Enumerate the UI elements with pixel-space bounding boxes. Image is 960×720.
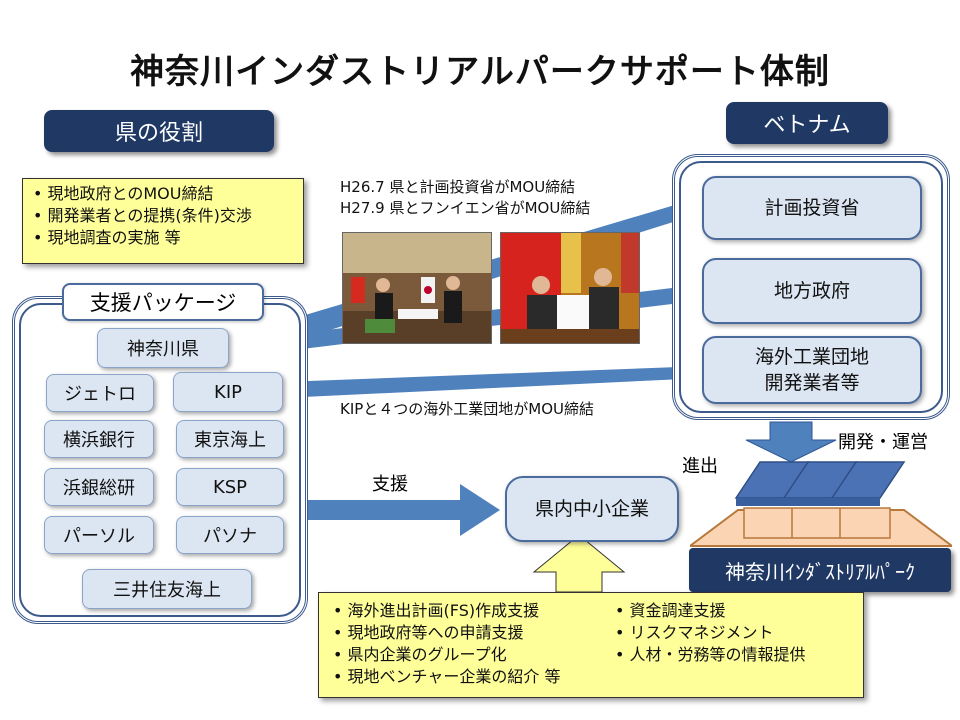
box-mitsui-sumitomo: 三井住友海上 [82, 569, 252, 609]
signing-photo-2 [500, 232, 640, 344]
vietnam-entity-label: 地方政府 [773, 280, 850, 302]
service-item: リスクマネジメント [615, 622, 806, 644]
support-arrow [300, 484, 500, 536]
box-industrial-park-developers: 海外工業団地 開発業者等 [702, 336, 922, 404]
box-jetro: ジェトロ [46, 374, 154, 412]
services-box: 海外進出計画(FS)作成支援 現地政府等への申請支援 県内企業のグループ化 現地… [318, 592, 864, 698]
box-tokio-marine: 東京海上 [176, 420, 284, 458]
support-label: 支援 [372, 474, 408, 495]
services-right-list: 資金調達支援 リスクマネジメント 人材・労務等の情報提供 [615, 600, 806, 666]
vietnam-label: ベトナム [763, 113, 851, 138]
box-local-government: 地方政府 [702, 258, 922, 324]
member-label: パソナ [203, 526, 257, 547]
signing-photo-2-image [501, 233, 639, 343]
signing-photo-1-image [343, 233, 491, 343]
pref-role-item: 開発業者との提携(条件)交渉 [33, 205, 303, 227]
box-pasona: パソナ [176, 516, 284, 554]
pref-role-label: 県の役割 [114, 121, 203, 146]
advance-label: 進出 [682, 456, 718, 477]
member-label: 浜銀総研 [63, 478, 135, 499]
service-item: 海外進出計画(FS)作成支援 [333, 600, 560, 622]
member-label: パーソル [63, 526, 135, 547]
member-label: 三井住友海上 [113, 580, 221, 601]
vietnam-entity-label: 海外工業団地 開発業者等 [754, 346, 869, 394]
box-kip: KIP [173, 372, 283, 412]
local-sme-label: 県内中小企業 [534, 498, 649, 520]
service-item: 県内企業のグループ化 [333, 644, 560, 666]
service-item: 現地政府等への申請支援 [333, 622, 560, 644]
member-label: KIP [214, 381, 242, 403]
dev-operation-label: 開発・運営 [838, 432, 928, 453]
box-hamagin-research: 浜銀総研 [44, 468, 154, 506]
member-label: 東京海上 [194, 430, 266, 451]
services-left-list: 海外進出計画(FS)作成支援 現地政府等への申請支援 県内企業のグループ化 現地… [333, 600, 561, 688]
industrial-park-building [690, 461, 952, 547]
signing-photo-1 [342, 232, 492, 344]
park-name-banner: 神奈川ｲﾝﾀﾞｽﾄﾘｱﾙﾊﾟｰｸ [689, 548, 951, 592]
member-label: 横浜銀行 [63, 430, 135, 451]
box-persol: パーソル [44, 516, 154, 554]
vietnam-tab: ベトナム [726, 102, 888, 144]
down-arrow-to-park [745, 421, 837, 463]
box-kanagawa-label: 神奈川県 [127, 339, 199, 360]
pref-role-tab: 県の役割 [44, 110, 274, 152]
vietnam-entity-label: 計画投資省 [764, 197, 860, 219]
box-ksp: KSP [176, 468, 284, 506]
support-package-label: 支援パッケージ [62, 283, 264, 321]
pref-role-item: 現地調査の実施 等 [33, 227, 303, 249]
support-package-label-text: 支援パッケージ [89, 291, 237, 315]
service-item: 現地ベンチャー企業の紹介 等 [333, 666, 561, 688]
box-yokohama-bank: 横浜銀行 [44, 420, 154, 458]
pref-role-box: 現地政府とのMOU締結 開発業者との提携(条件)交渉 現地調査の実施 等 [22, 178, 304, 264]
up-arrow-services [532, 534, 626, 593]
member-label: KSP [212, 476, 248, 498]
connector-kip-to-developers [282, 366, 705, 398]
mou-note-kip: KIPと４つの海外工業団地がMOU締結 [340, 400, 595, 418]
box-ministry-planning: 計画投資省 [702, 176, 922, 240]
vietnam-inner-frame [679, 161, 943, 413]
mou-note-hung-yen: H27.9 県とフンイエン省がMOU締結 [340, 199, 591, 217]
pref-role-item: 現地政府とのMOU締結 [33, 183, 303, 205]
box-kanagawa: 神奈川県 [97, 328, 229, 368]
service-item: 資金調達支援 [615, 600, 806, 622]
page-title: 神奈川インダストリアルパークサポート体制 [130, 52, 830, 92]
service-item: 人材・労務等の情報提供 [615, 644, 806, 666]
box-local-sme: 県内中小企業 [505, 476, 679, 542]
mou-note-ministry: H26.7 県と計画投資省がMOU締結 [340, 178, 576, 196]
park-name-label: 神奈川ｲﾝﾀﾞｽﾄﾘｱﾙﾊﾟｰｸ [725, 559, 915, 584]
member-label: ジェトロ [64, 384, 136, 405]
